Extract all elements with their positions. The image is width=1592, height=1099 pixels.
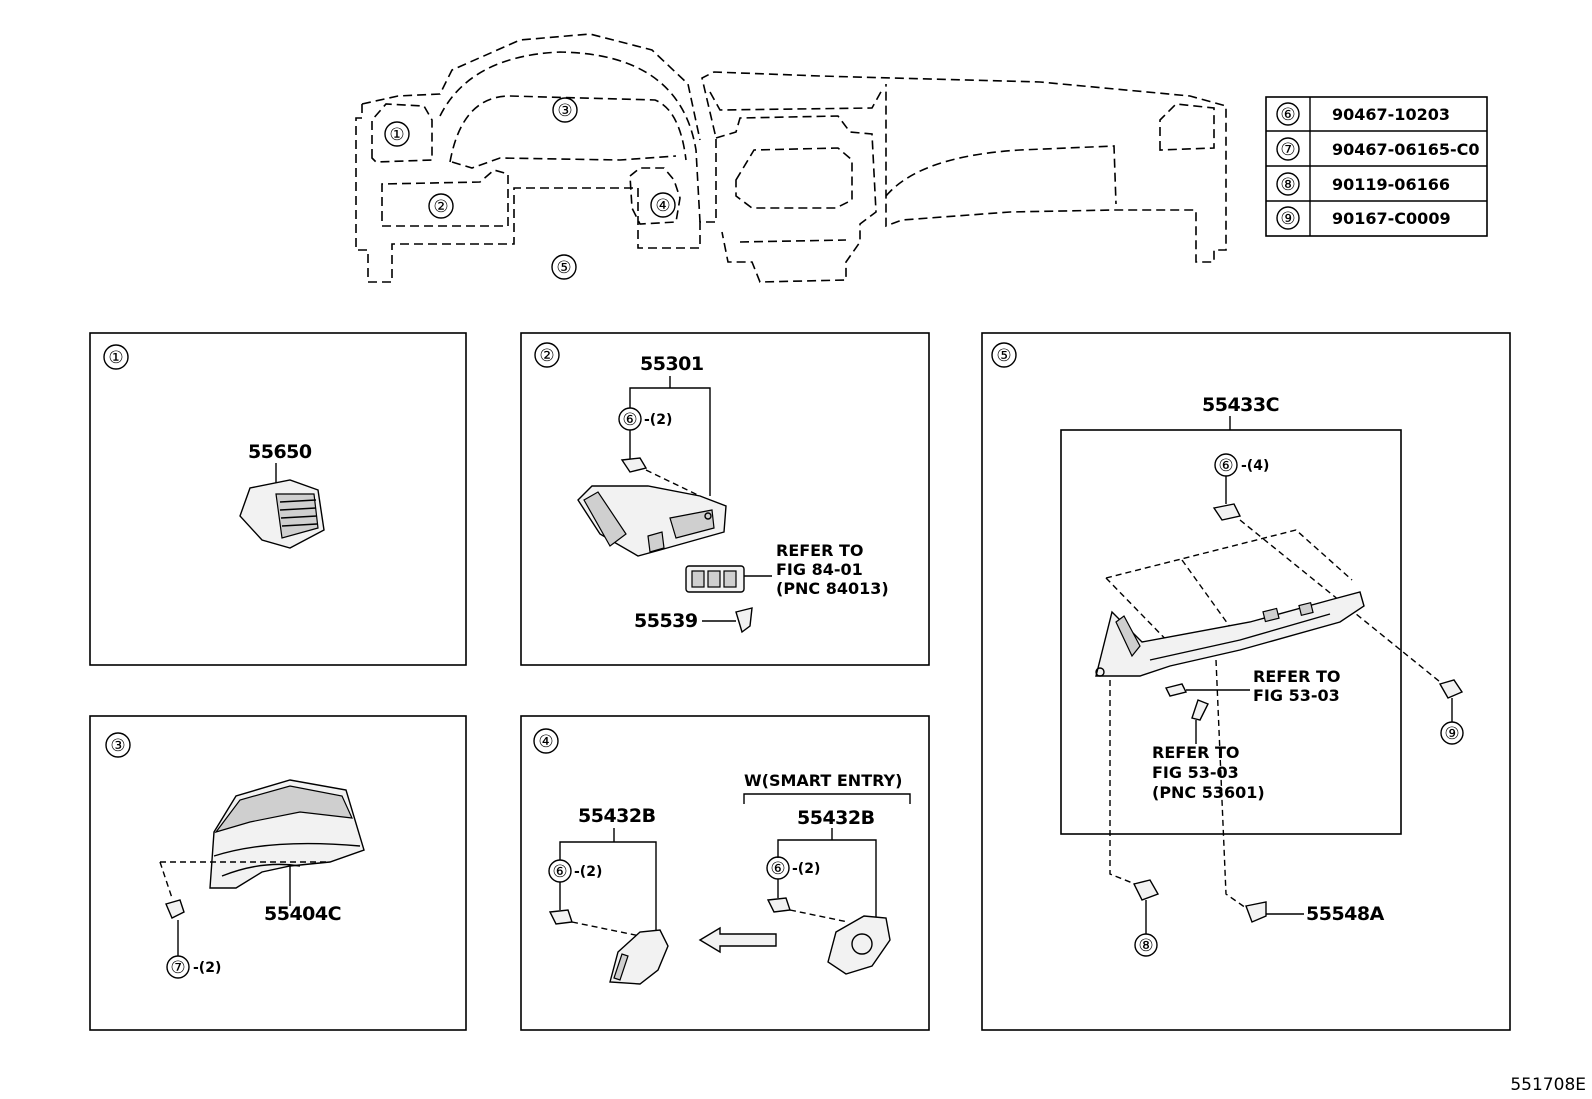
switch-block-illustration: [685, 565, 745, 593]
lower-cover-illustration: [1095, 591, 1365, 677]
variant-label: W(SMART ENTRY): [744, 771, 902, 790]
clip-6-icon: [766, 897, 791, 913]
zone-4-label: ④: [655, 196, 670, 216]
dashboard-overview: [355, 33, 1227, 283]
fastener-part-number: 90167-C0009: [1332, 209, 1451, 228]
fastener-part-number: 90119-06166: [1332, 175, 1450, 194]
part-label-55433C: 55433C: [1202, 394, 1279, 416]
clip-quantity: -(2): [193, 960, 221, 976]
zone-5-label: ⑤: [556, 258, 571, 278]
part-label-55432B-right: 55432B: [797, 807, 875, 829]
fastener-part-number: 90467-06165-C0: [1332, 140, 1479, 159]
fastener-row: ⑧ 90119-06166: [1276, 172, 1450, 196]
clip-quantity: -(4): [1241, 458, 1269, 474]
panel-4: ④ 55432B ⑥ -(2) W(SMART ENTRY) 55432B ⑥ …: [520, 715, 930, 1031]
clip-quantity: -(2): [644, 412, 672, 428]
bolt-icon: [1164, 683, 1188, 697]
screw-ref-9: ⑨: [1444, 724, 1459, 744]
panel-2-index: ②: [539, 346, 554, 366]
clip-ref-6: ⑥: [770, 859, 785, 879]
clip-7-icon: [165, 899, 185, 919]
clip-6-icon: [548, 909, 573, 925]
fastener-row: ⑦ 90467-06165-C0: [1276, 137, 1479, 161]
fastener-ref: ⑦: [1280, 140, 1295, 160]
panel-5-index: ⑤: [996, 346, 1011, 366]
switch-bezel-illustration: [609, 929, 669, 985]
refer-text-line: FIG 53-03: [1152, 763, 1239, 782]
overview-zone-labels: ① ② ③ ④ ⑤: [384, 97, 676, 280]
clip-quantity: -(2): [574, 864, 602, 880]
retainer-icon: [1191, 699, 1209, 721]
panel-1: ① 55650: [89, 332, 467, 666]
fastener-ref: ⑧: [1280, 175, 1295, 195]
lower-panel-illustration: [577, 485, 727, 557]
clip-ref-6: ⑥: [1218, 456, 1233, 476]
part-label-55301: 55301: [640, 353, 704, 375]
part-label-55539: 55539: [634, 610, 698, 632]
replacement-arrow-icon: [698, 926, 777, 954]
bolt-ref-8: ⑧: [1138, 936, 1153, 956]
assembly-frame: [1060, 429, 1402, 835]
refer-text-line: REFER TO: [776, 541, 864, 560]
panel-1-index: ①: [108, 348, 123, 368]
part-label-55650: 55650: [248, 441, 312, 463]
air-vent-illustration: [239, 479, 325, 549]
clip-quantity: -(2): [792, 861, 820, 877]
zone-3-label: ③: [557, 101, 572, 121]
refer-text-line: FIG 84-01: [776, 560, 863, 579]
meter-hood-illustration: [209, 779, 365, 889]
start-switch-bezel-illustration: [827, 915, 891, 975]
zone-1-label: ①: [389, 125, 404, 145]
panel-5: ⑤ 55433C ⑥ -(4) REFER TO FIG 53-03 R: [981, 332, 1511, 1031]
clip-ref-6: ⑥: [552, 862, 567, 882]
figure-code: 551708E: [1510, 1075, 1586, 1095]
fastener-row: ⑥ 90467-10203: [1276, 102, 1450, 126]
fastener-part-number: 90467-10203: [1332, 105, 1450, 124]
small-clip-icon: [735, 607, 753, 634]
screw-9-icon: [1438, 679, 1464, 699]
refer-text-line: FIG 53-03: [1253, 686, 1340, 705]
part-label-55548A: 55548A: [1306, 903, 1385, 925]
fastener-row: ⑨ 90167-C0009: [1276, 206, 1451, 230]
clip-ref-6: ⑥: [622, 410, 637, 430]
zone-2-label: ②: [433, 197, 448, 217]
clip-55548A-icon: [1245, 901, 1267, 923]
fastener-ref: ⑥: [1280, 105, 1295, 125]
panel-4-index: ④: [538, 732, 553, 752]
refer-text-line: REFER TO: [1253, 667, 1341, 686]
panel-3-index: ③: [110, 736, 125, 756]
panel-2: ② 55301 ⑥ -(2) REFER TO FIG 84-01 (PNC 8…: [520, 332, 930, 666]
part-label-55404C: 55404C: [264, 903, 341, 925]
part-label-55432B-left: 55432B: [578, 805, 656, 827]
refer-text-line: (PNC 84013): [776, 579, 889, 598]
refer-text-line: REFER TO: [1152, 743, 1240, 762]
clip-ref-7: ⑦: [170, 958, 185, 978]
clip-6-icon: [1212, 503, 1242, 521]
bolt-8-icon: [1132, 879, 1160, 901]
fastener-ref: ⑨: [1280, 209, 1295, 229]
panel-3: ③ 55404C ⑦ -(2): [89, 715, 467, 1031]
fastener-table: ⑥ 90467-10203 ⑦ 90467-06165-C0 ⑧ 90119-0…: [1265, 96, 1488, 237]
refer-text-line: (PNC 53601): [1152, 783, 1265, 802]
clip-6-icon: [620, 457, 648, 473]
